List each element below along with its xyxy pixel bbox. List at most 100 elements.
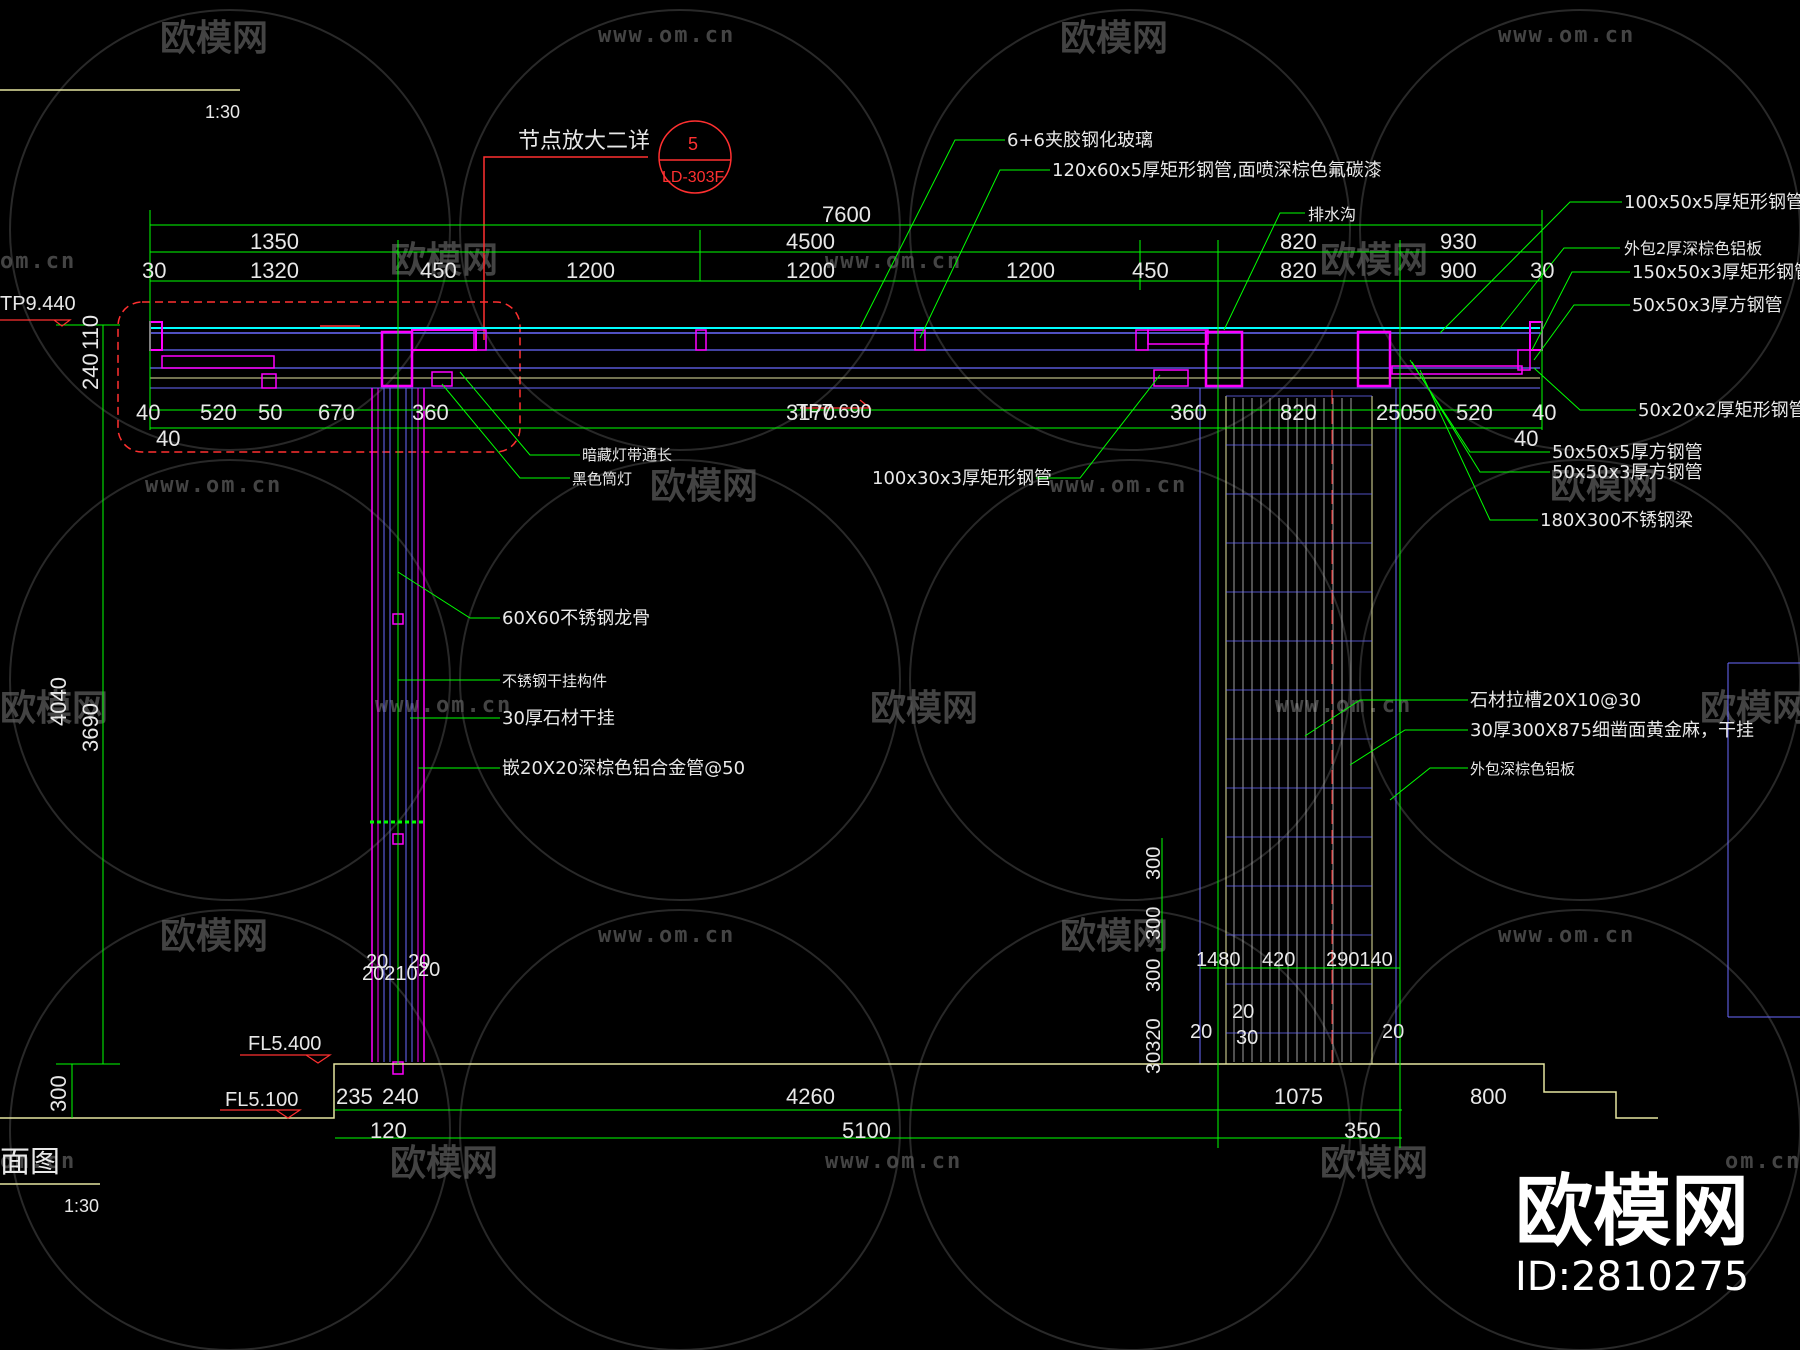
watermark-url: om.cn [0, 249, 76, 274]
watermark-url: www.om.cn [145, 473, 282, 498]
dim-col-20: 20 [408, 951, 430, 973]
watermark-url: www.om.cn [1498, 923, 1635, 948]
dim-50: 50 [258, 400, 282, 425]
dim-250: 250 [1376, 400, 1413, 425]
dim-1480: 1480 [1196, 949, 1241, 971]
dim-v-300: 300 [1143, 959, 1165, 992]
dim-5100: 5100 [842, 1118, 891, 1143]
dim-4260: 4260 [786, 1084, 835, 1109]
canopy-structure [149, 321, 1543, 389]
dim-40: 40 [136, 400, 160, 425]
level-tp-mid: TP7.690 [796, 401, 872, 423]
label-stone-slot: 石材拉槽20X10@30 [1470, 690, 1641, 711]
detail-callout: 节点放大二详 5 LD-303F [483, 120, 732, 340]
watermark-logo: 欧模网 [1320, 240, 1428, 281]
dim-20: 20 [1382, 1021, 1404, 1043]
dim-450: 450 [1132, 258, 1169, 283]
dim-v-4040: 4040 [46, 677, 71, 726]
dim-1320: 1320 [250, 258, 299, 283]
label-tube120: 120x60x5厚矩形钢管,面喷深棕色氟碳漆 [1052, 160, 1382, 181]
label-drain: 排水沟 [1308, 205, 1356, 224]
dim-40: 40 [156, 426, 180, 451]
label-tube150: 150x50x3厚矩形钢管 [1632, 262, 1800, 283]
dim-v-300: 300 [1143, 847, 1165, 880]
dim-520: 520 [1456, 400, 1493, 425]
watermark-logo: 欧模网 [390, 1143, 498, 1184]
dim-20: 20 [1232, 1001, 1254, 1023]
watermark-logo: 欧模网 [870, 688, 978, 729]
detail-title: 节点放大二详 [518, 129, 650, 154]
vertical-dimension-text: 110 240 4040 3690 300 300 300 300 30320 [46, 315, 1165, 1112]
watermark-logo: 欧模网 [1550, 466, 1658, 507]
label-stone-left: 30厚石材干挂 [502, 708, 615, 729]
scale-label-bottom: 1:30 [64, 1196, 99, 1216]
label-tube100x30: 100x30x3厚矩形钢管 [872, 468, 1052, 489]
level-tp-top: TP9.440 [0, 293, 76, 315]
label-lamp: 黑色筒灯 [572, 470, 632, 488]
dim-v-300: 300 [1143, 907, 1165, 940]
label-stone-right: 30厚300X875细凿面黄金麻，干挂 [1470, 720, 1754, 741]
dim-span-left: 1350 [250, 229, 299, 254]
watermark-logo: 欧模网 [390, 240, 498, 281]
label-tube50x20: 50x20x2厚矩形钢管 [1638, 400, 1800, 421]
dim-30: 30 [1530, 258, 1554, 283]
watermark-url: om.cn [0, 1149, 76, 1174]
watermark-url: www.om.cn [1275, 693, 1412, 718]
label-ss-hanger: 不锈钢干挂构件 [502, 672, 607, 690]
watermark-url: www.om.cn [598, 923, 735, 948]
dim-30: 30 [1236, 1027, 1258, 1049]
dim-520: 520 [200, 400, 237, 425]
watermark-url: www.om.cn [1050, 473, 1187, 498]
dim-overall: 7600 [822, 202, 871, 227]
dim-3170: 3170 [786, 400, 835, 425]
dim-v-110: 110 [78, 315, 103, 350]
dim-50: 50 [1412, 400, 1436, 425]
dim-v-30320: 30320 [1143, 1018, 1165, 1074]
watermark-logo: 欧模网 [1320, 1143, 1428, 1184]
dim-820: 820 [1280, 400, 1317, 425]
label-alu-wrap: 外包2厚深棕色铝板 [1624, 239, 1762, 258]
label-alu-pipe: 嵌20X20深棕色铝合金管@50 [502, 758, 745, 779]
annotation-labels: 6+6夹胶钢化玻璃 120x60x5厚矩形钢管,面喷深棕色氟碳漆 排水沟 100… [502, 130, 1800, 779]
watermark-url: www.om.cn [598, 23, 735, 48]
dim-col-20210: 20210 [362, 963, 418, 985]
label-glass: 6+6夹胶钢化玻璃 [1007, 130, 1153, 151]
leader-lines [397, 139, 1636, 801]
label-led: 暗藏灯带通长 [582, 446, 672, 464]
detail-reference: LD-303F [662, 169, 724, 186]
dim-450: 450 [420, 258, 457, 283]
watermark-text-layer: 欧模网 www.om.cn 欧模网 www.om.cn om.cn 欧模网 ww… [0, 18, 1800, 1184]
dim-420: 420 [1262, 949, 1295, 971]
dim-span-mid: 4500 [786, 229, 835, 254]
dimension-text: 7600 1350 4500 820 930 30 1320 450 1200 … [136, 202, 1556, 1143]
watermark-logo: 欧模网 [1700, 688, 1800, 729]
detail-boundary [117, 301, 521, 453]
watermark-logo: 欧模网 [1060, 916, 1168, 957]
dim-240: 240 [382, 1084, 419, 1109]
dim-670: 670 [318, 400, 355, 425]
drawing-title-fragment: 面图 [0, 1145, 60, 1180]
level-fl-upper: FL5.400 [248, 1033, 321, 1055]
scale-label: 1:30 [205, 102, 240, 122]
dim-v-240: 240 [78, 353, 103, 390]
dim-235: 235 [336, 1084, 373, 1109]
label-sq50x5: 50x50x5厚方钢管 [1552, 442, 1703, 463]
dim-820: 820 [1280, 258, 1317, 283]
dim-120: 120 [370, 1118, 407, 1143]
label-ss-beam: 180X300不锈钢梁 [1540, 510, 1693, 531]
dim-360: 360 [412, 400, 449, 425]
detail-number: 5 [688, 134, 698, 154]
dim-span-r2: 930 [1440, 229, 1477, 254]
dimension-lines [56, 210, 1543, 1148]
label-sq50x3b: 50x50x3厚方钢管 [1552, 462, 1703, 483]
brand-logo-text: 欧模网 [1515, 1167, 1749, 1257]
dim-1200: 1200 [786, 258, 835, 283]
watermark-url: www.om.cn [1498, 23, 1635, 48]
dim-30: 30 [142, 258, 166, 283]
dim-col-20: 20 [366, 951, 388, 973]
watermark-logo: 欧模网 [0, 688, 108, 729]
label-sq50: 50x50x3厚方钢管 [1632, 295, 1783, 316]
dim-col-20: 20 [418, 959, 440, 981]
dim-20: 20 [1190, 1021, 1212, 1043]
